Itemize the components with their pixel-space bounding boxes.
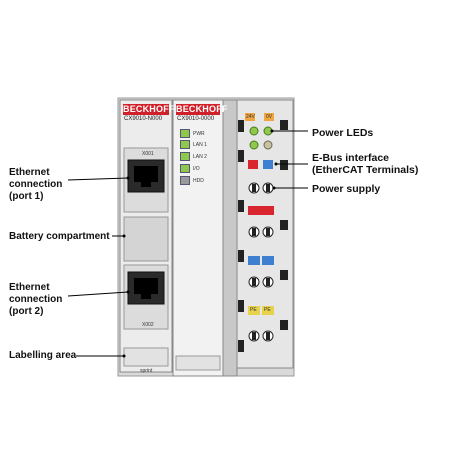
led-pwr-label: PWR bbox=[193, 130, 205, 137]
brand-logo-led-module: BECKHOFF bbox=[176, 104, 228, 115]
labelling-area-slot bbox=[123, 347, 169, 367]
led-lan1: LAN 1 bbox=[180, 140, 207, 149]
label-power-leds: Power LEDs bbox=[312, 127, 374, 139]
port2-tag: X002 bbox=[142, 322, 154, 328]
terminal-bottom-label-1: PE bbox=[250, 307, 257, 313]
label-ebus-interface: E-Bus interface (EtherCAT Terminals) bbox=[312, 152, 419, 176]
label-labelling-area: Labelling area bbox=[9, 350, 77, 361]
led-lan2: LAN 2 bbox=[180, 152, 207, 161]
led-io: I/O bbox=[180, 164, 200, 173]
led-lan1-label: LAN 1 bbox=[193, 141, 207, 148]
port1-tag: X001 bbox=[142, 151, 154, 157]
led-io-label: I/O bbox=[193, 165, 200, 172]
brand-logo-cpu: BECKHOFF bbox=[123, 104, 175, 115]
led-lan2-label: LAN 2 bbox=[193, 153, 207, 160]
led-hdd-label: HDD bbox=[193, 177, 204, 184]
label-power-supply: Power supply bbox=[312, 183, 381, 195]
led-pwr: PWR bbox=[180, 129, 205, 138]
led-lan1-indicator bbox=[180, 140, 190, 149]
terminal-bottom-label-2: PE bbox=[264, 307, 271, 313]
model-number-cpu: CX9010-N000 bbox=[124, 116, 163, 122]
battery-compartment-door bbox=[123, 216, 169, 262]
terminal-top-label-2: 0V bbox=[266, 114, 273, 120]
terminal-top-label-1: 24V bbox=[246, 114, 255, 120]
led-hdd-indicator bbox=[180, 176, 190, 185]
label-battery-compartment: Battery compartment bbox=[9, 231, 110, 242]
bottom-tag: sprint bbox=[140, 368, 153, 374]
label-ethernet-port2: Ethernet connection (port 2) bbox=[9, 282, 63, 317]
led-io-indicator bbox=[180, 164, 190, 173]
label-ethernet-port1: Ethernet connection (port 1) bbox=[9, 167, 63, 202]
led-lan2-indicator bbox=[180, 152, 190, 161]
led-hdd: HDD bbox=[180, 176, 204, 185]
model-number-led-module: CX9010-0000 bbox=[177, 116, 215, 122]
led-pwr-indicator bbox=[180, 129, 190, 138]
